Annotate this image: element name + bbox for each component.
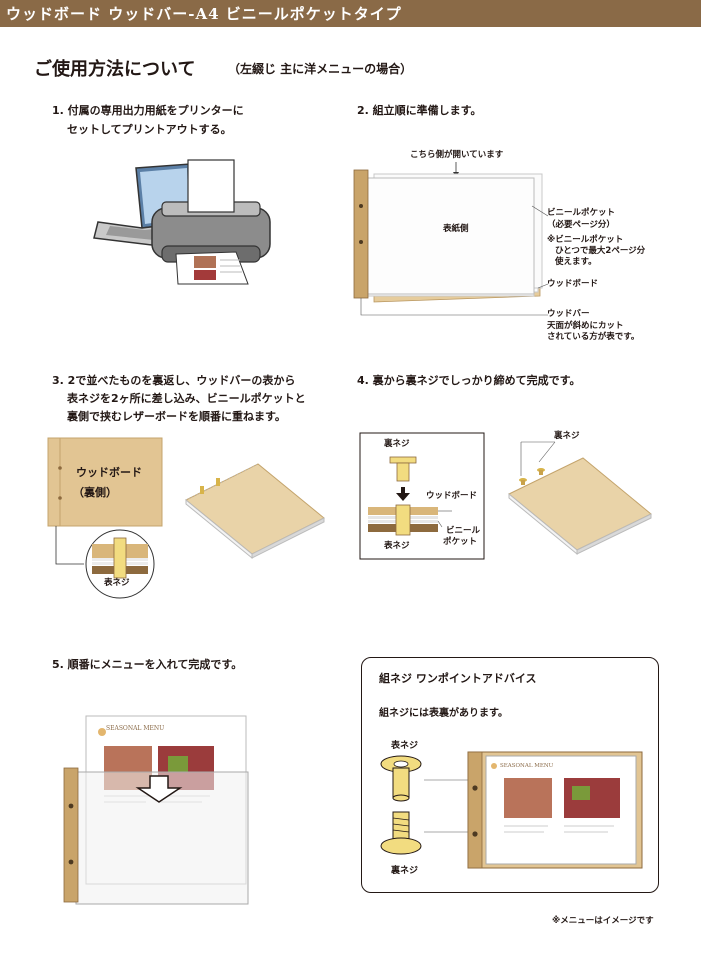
tip-menu-board-illustration	[424, 751, 643, 869]
step1-line2: セットしてプリントアウトする。	[67, 123, 232, 136]
step4-vinyl-label-line2: ポケット	[443, 537, 478, 547]
step3-line3: 裏側で挟むレザーボードを順番に重ねます。	[67, 410, 286, 423]
printer-laptop-illustration	[93, 159, 271, 285]
finished-board-illustration	[508, 441, 652, 556]
tip-text: 組ネジには表裏があります。	[379, 708, 508, 719]
step2-open-side-label: こちら側が開いています	[410, 150, 504, 160]
step3-line1: 3. 2で並べたものを裏返し、ウッドバーの表から	[52, 374, 296, 387]
board-stack-illustration	[185, 463, 325, 560]
step3-board-label-line1: ウッドボード	[76, 466, 142, 479]
header-bar	[0, 0, 701, 27]
step3-line2: 表ネジを2ヶ所に差し込み、ビニールポケットと	[67, 392, 306, 405]
step2-bar-note-line1: 天面が斜めにカット	[547, 321, 624, 331]
tip-menu-title: SEASONAL MENU	[500, 763, 554, 769]
step2-wood-bar-label: ウッドバー	[547, 309, 590, 319]
step3-board-label-line2: （裏側）	[73, 486, 117, 499]
menu-insert-illustration	[63, 715, 249, 905]
step4-back-screw-label: 裏ネジ	[384, 439, 410, 449]
tip-title: 組ネジ ワンポイントアドバイス	[379, 672, 537, 685]
board-back-illustration	[47, 437, 163, 599]
step2-vinyl-pocket-label: ビニールポケット	[547, 208, 616, 218]
page-title: ご使用方法について	[34, 59, 196, 80]
step2-cover-side-label: 表紙側	[443, 224, 469, 234]
step4-wood-board-label: ウッドボード	[426, 491, 478, 501]
step4-back-screw-right-label: 裏ネジ	[554, 431, 580, 441]
step2-heading: 2. 組立順に準備します。	[357, 104, 482, 117]
page-subtitle: （左綴じ 主に洋メニューの場合）	[228, 62, 413, 76]
front-screw-icon	[380, 755, 422, 802]
step2-wood-board-label: ウッドボード	[547, 279, 599, 289]
footnote: ※メニューはイメージです	[552, 916, 654, 926]
screw-assembly-diagram	[359, 432, 485, 560]
tip-back-screw-label: 裏ネジ	[391, 866, 419, 876]
step1-line1: 1. 付属の専用出力用紙をプリンターに	[52, 104, 244, 117]
tip-front-screw-label: 表ネジ	[391, 741, 419, 751]
step3-front-screw-label: 表ネジ	[104, 578, 130, 588]
step5-menu-title: SEASONAL MENU	[106, 725, 165, 732]
step5-heading: 5. 順番にメニューを入れて完成です。	[52, 658, 243, 671]
step4-front-screw-label: 表ネジ	[384, 541, 410, 551]
back-screw-icon	[380, 811, 422, 855]
step2-note-line2: ひとつで最大2ページ分	[555, 246, 646, 256]
step4-heading: 4. 裏から裏ネジでしっかり締めて完成です。	[357, 374, 581, 387]
step2-required-pages-label: （必要ページ分）	[547, 220, 615, 230]
header-title: ウッドボード ウッドバー-A4 ビニールポケットタイプ	[6, 5, 402, 23]
tip-box	[361, 657, 659, 893]
step4-vinyl-label-line1: ビニール	[446, 526, 481, 536]
step2-note-line1: ※ビニールポケット	[547, 235, 624, 245]
step2-bar-note-line2: されている方が表です。	[547, 332, 640, 342]
step2-note-line3: 使えます。	[555, 257, 597, 267]
assembly-order-diagram	[353, 162, 549, 316]
